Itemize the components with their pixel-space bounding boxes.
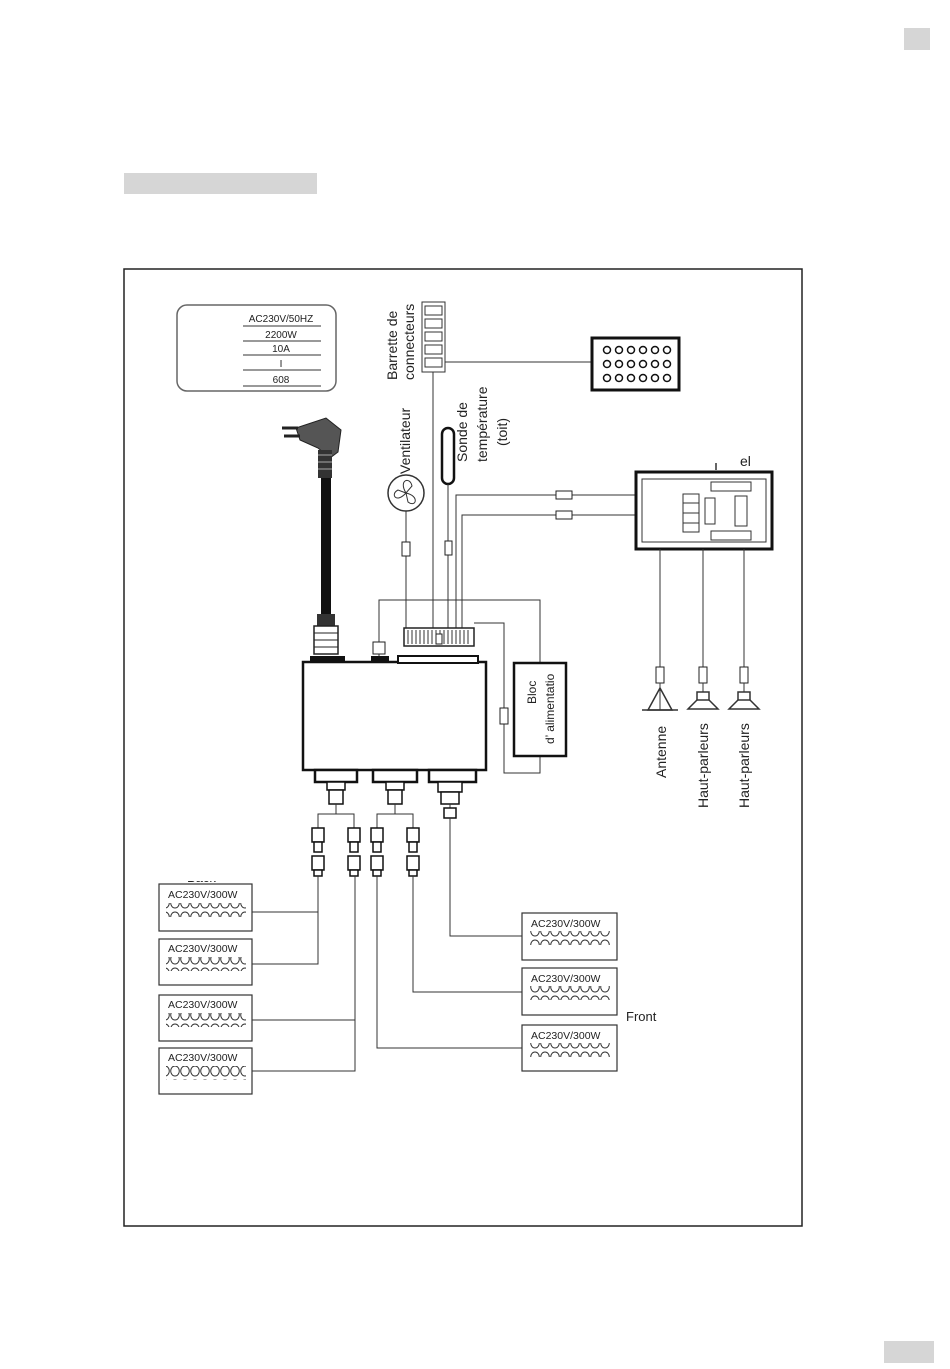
antenna-icon [642,688,678,710]
speaker-label-1: Haut-parleurs [695,723,711,808]
spec-plate: AC230V/50HZ 2200W 10A I 608 [177,305,336,391]
power-plug-icon [282,418,341,478]
spec-current: 10A [272,344,290,355]
control-panel-label-fragment: el [740,453,751,469]
heater-front-3: AC230V/300W [522,1025,617,1071]
svg-text:AC230V/300W: AC230V/300W [168,889,238,901]
svg-text:AC230V/300W: AC230V/300W [168,999,238,1011]
heater-back-1: AC230V/300W [159,884,252,931]
output-connector-1 [315,770,357,804]
svg-text:AC230V/300W: AC230V/300W [531,973,601,985]
fan-label: Ventilateur [397,408,413,474]
speaker-icon-2 [729,692,759,709]
antenna-label: Antenne [653,726,669,778]
main-control-box [303,662,486,770]
heater-front-2: AC230V/300W [522,968,617,1015]
svg-text:AC230V/300W: AC230V/300W [531,918,601,930]
connector-strip-icon [422,302,445,372]
svg-text:AC230V/300W: AC230V/300W [531,1030,601,1042]
spec-model: 608 [273,375,290,386]
connector-strip-label: Barrette deconnecteurs [384,304,417,380]
control-panel-icon [636,472,772,549]
spec-power: 2200W [265,330,297,341]
spec-class: I [280,359,283,370]
svg-text:AC230V/300W: AC230V/300W [168,1052,238,1064]
temp-probe-icon [442,428,454,484]
heater-front-1: AC230V/300W [522,913,617,960]
heater-back-4: AC230V/300W [159,1048,252,1094]
power-supply-block [514,663,566,756]
heater-back-2: AC230V/300W [159,939,252,985]
power-connector-icon [314,614,338,654]
terminal-block-icon [592,338,679,390]
output-connector-3 [429,770,476,804]
front-label: Front [626,1009,657,1024]
power-cable [321,478,331,618]
speaker-label-2: Haut-parleurs [736,723,752,808]
output-connector-2 [373,770,417,804]
heater-back-3: AC230V/300W [159,995,252,1041]
svg-text:AC230V/300W: AC230V/300W [168,943,238,955]
box-terminal-strip-icon [404,628,474,646]
fan-icon [388,475,424,511]
spec-voltage: AC230V/50HZ [249,314,313,325]
speaker-icon-1 [688,692,718,709]
